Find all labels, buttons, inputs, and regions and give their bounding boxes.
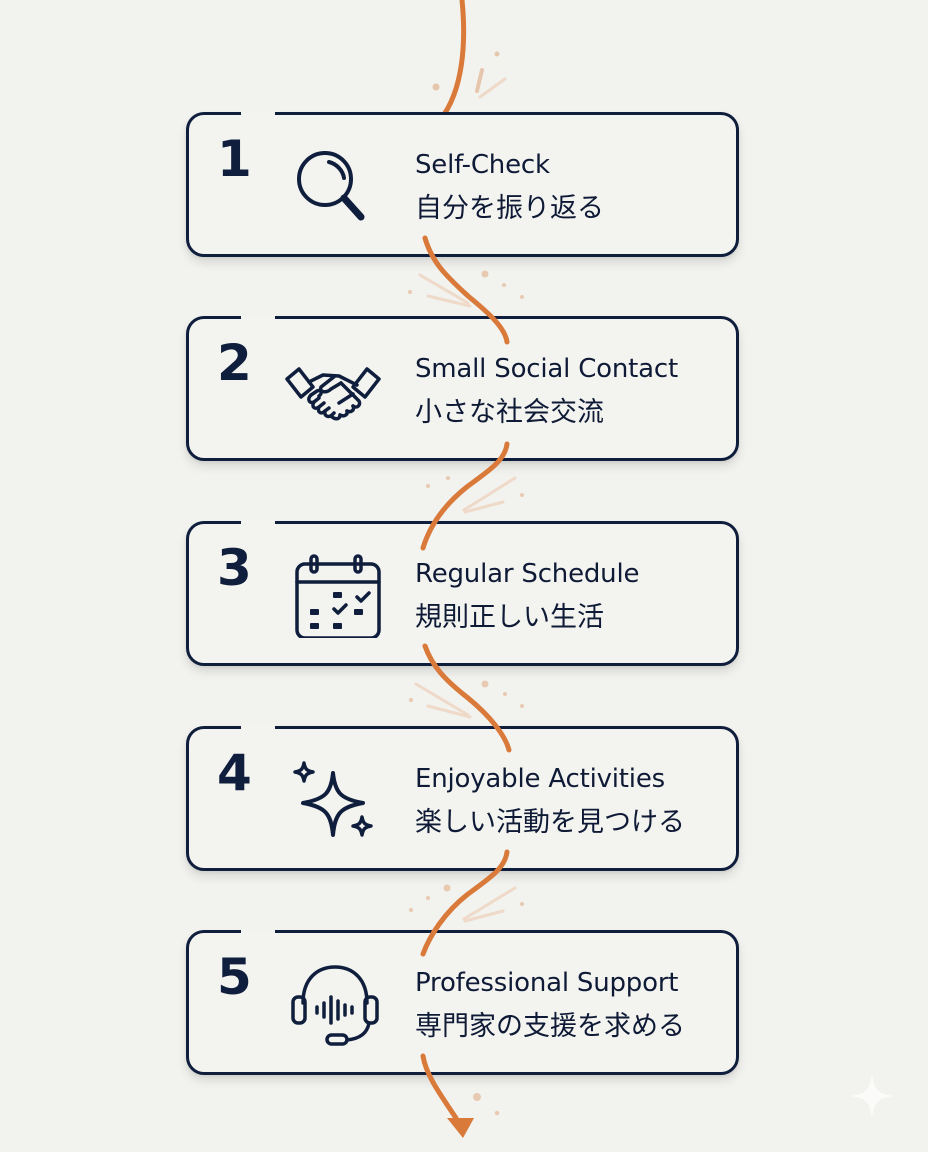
step-card-2: 2 Small Social Contact 小さな社会交流 [186, 315, 739, 461]
border-gap [241, 111, 275, 117]
step-title-en: Small Social Contact [415, 354, 678, 384]
step-title-en: Professional Support [415, 968, 679, 998]
step-text: Regular Schedule 規則正しい生活 [415, 556, 639, 638]
border-gap [241, 929, 275, 935]
step-number: 1 [217, 130, 252, 188]
step-number: 5 [217, 948, 252, 1006]
sparkle-watermark-icon [850, 1074, 894, 1118]
step-card-4: 4 Enjoyable Activities 楽しい活動を見つける [186, 725, 739, 871]
step-title-ja: 小さな社会交流 [415, 397, 604, 428]
step-title-en: Regular Schedule [415, 559, 640, 589]
step-title-en: Enjoyable Activities [415, 764, 665, 794]
step-card-5: 5 Professional Support 専門家の支援を求める [186, 929, 739, 1075]
step-card-1: 1 Self-Check 自分を振り返る [186, 111, 739, 257]
step-text: Professional Support 専門家の支援を求める [415, 965, 685, 1047]
border-gap [241, 520, 275, 526]
step-text: Self-Check 自分を振り返る [415, 147, 604, 229]
arrow-down-icon [447, 1118, 474, 1138]
headset-icon [291, 965, 379, 1046]
step-card-3: 3 Regular Schedule 規則正しい生活 [186, 520, 739, 666]
step-title-ja: 専門家の支援を求める [415, 1011, 685, 1042]
step-text: Enjoyable Activities 楽しい活動を見つける [415, 761, 685, 843]
step-title-ja: 楽しい活動を見つける [415, 807, 685, 838]
step-title-en: Self-Check [415, 150, 550, 180]
border-gap [241, 725, 275, 731]
step-number: 2 [217, 334, 252, 392]
step-text: Small Social Contact 小さな社会交流 [415, 351, 678, 433]
calendar-check-icon [295, 554, 381, 638]
sparkles-icon [293, 761, 373, 837]
magnifier-icon [297, 151, 365, 221]
decorative-particles [432, 51, 507, 99]
step-title-ja: 自分を振り返る [415, 193, 604, 224]
step-number: 4 [217, 744, 252, 802]
step-title-ja: 規則正しい生活 [415, 602, 604, 633]
handshake-icon [285, 367, 381, 421]
step-number: 3 [217, 539, 252, 597]
border-gap [241, 315, 275, 321]
